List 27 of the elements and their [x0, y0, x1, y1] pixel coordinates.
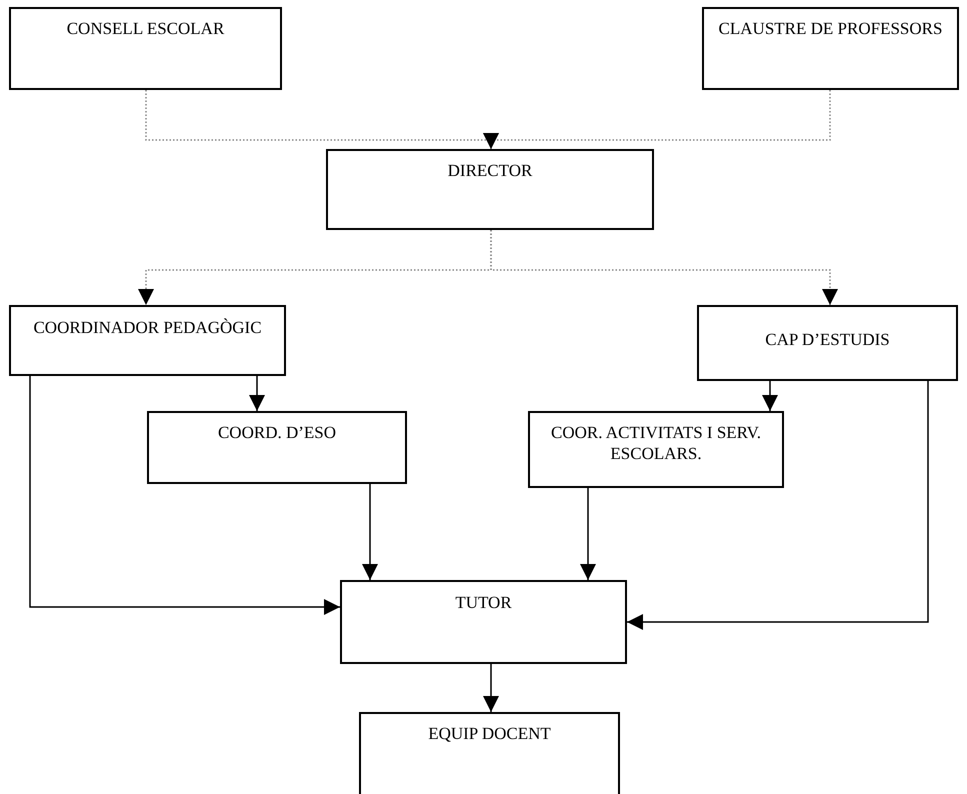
- arrow: [29, 376, 340, 615]
- arrow: [483, 90, 831, 149]
- process-box: [147, 411, 407, 484]
- arrow: [249, 376, 265, 411]
- process-box: [528, 411, 784, 488]
- box-label: COOR. ACTIVITATS I SERV. ESCOLARS.: [550, 422, 762, 464]
- box-label: CONSELL ESCOLAR: [66, 18, 224, 40]
- process-box: [9, 7, 282, 90]
- arrow: [362, 484, 378, 580]
- process-box: [340, 580, 627, 664]
- arrow: [580, 488, 596, 580]
- process-box: [326, 149, 654, 230]
- process-box: [697, 305, 958, 381]
- process-box: [9, 305, 286, 376]
- box-label: COORD. D’ESO: [218, 422, 336, 444]
- arrow: [483, 664, 499, 712]
- arrow: [627, 381, 929, 630]
- box-label: CAP D’ESTUDIS: [765, 329, 890, 350]
- box-label: TUTOR: [455, 592, 512, 614]
- box-label: DIRECTOR: [448, 160, 532, 182]
- process-box: [702, 7, 959, 90]
- box-label: COORDINADOR PEDAGÒGIC: [33, 317, 262, 338]
- process-box: [359, 712, 620, 794]
- box-label: CLAUSTRE DE PROFESSORS: [718, 18, 942, 40]
- box-label: EQUIP DOCENT: [428, 723, 551, 744]
- arrow: [762, 381, 778, 411]
- arrow: [490, 230, 838, 305]
